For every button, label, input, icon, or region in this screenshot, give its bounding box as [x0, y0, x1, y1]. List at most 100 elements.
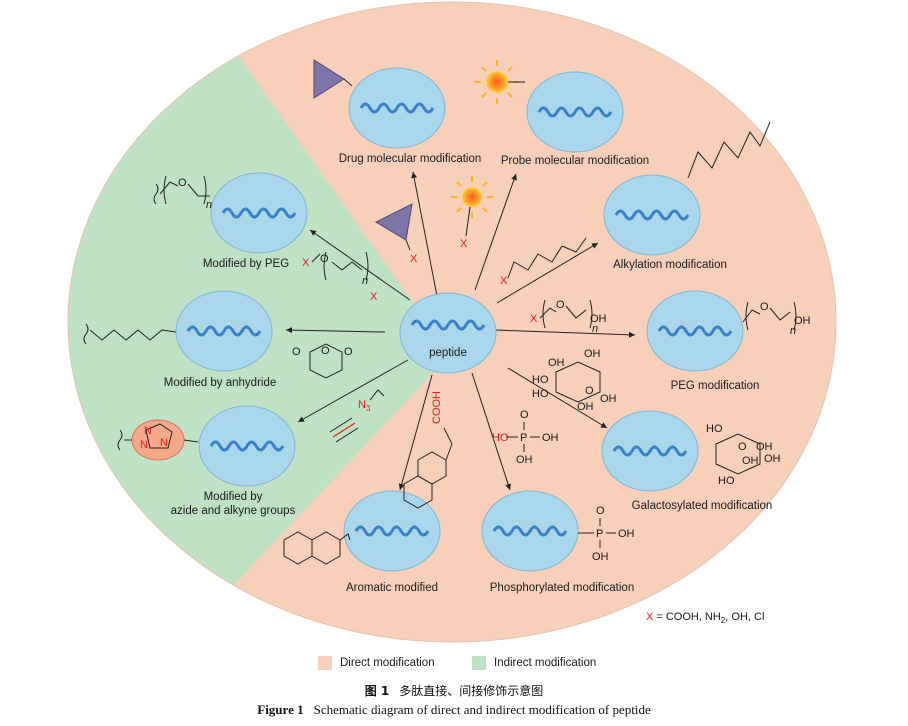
azide-label-2: azide and alkyne groups — [171, 505, 296, 517]
peptide-galactosylated — [601, 410, 699, 492]
probe-x-mark: X — [460, 238, 468, 250]
svg-text:O: O — [556, 299, 565, 311]
svg-text:n: n — [790, 325, 796, 337]
peptide-center — [399, 292, 497, 374]
svg-text:OH: OH — [764, 453, 781, 465]
svg-text:OH: OH — [516, 454, 533, 466]
peptide-azide — [198, 405, 296, 487]
peg-product-icon: O n OH — [742, 301, 811, 337]
caption-english: Figure 1 Schematic diagram of direct and … — [0, 702, 908, 718]
drug-label: Drug molecular modification — [339, 153, 482, 165]
arrows — [285, 171, 636, 491]
alkyl-x-mark: X — [500, 275, 508, 287]
alkyl-chain-product-icon — [687, 121, 771, 179]
svg-text:OH: OH — [618, 528, 635, 540]
peg-label: PEG modification — [671, 380, 760, 392]
drug-triangle-icon — [313, 59, 353, 99]
legend-direct-swatch — [318, 656, 332, 670]
legend-indirect-swatch — [472, 656, 486, 670]
svg-text:O: O — [585, 385, 594, 397]
svg-text:N: N — [160, 437, 168, 449]
svg-text:OH: OH — [542, 432, 559, 444]
peptide-peg — [646, 290, 744, 372]
azide-label-1: Modified by — [204, 491, 263, 503]
alkyl-chain-reagent-icon — [507, 237, 587, 279]
peptide-anhydride — [175, 290, 273, 372]
svg-text:O: O — [760, 301, 769, 313]
legend-direct-label: Direct modification — [340, 657, 435, 669]
alkyne-reagent-icon — [329, 417, 359, 443]
svg-text:OH: OH — [592, 551, 609, 563]
alkylation-label: Alkylation modification — [613, 259, 727, 271]
svg-text:O: O — [738, 441, 747, 453]
x-definition-note: X= COOH, NH2, OH, Cl — [646, 611, 764, 625]
outer-ellipse — [67, 1, 837, 643]
svg-text:P: P — [596, 528, 603, 540]
svg-text:O: O — [344, 346, 353, 358]
peptide-aromatic — [343, 490, 441, 572]
svg-text:HO: HO — [532, 388, 549, 400]
caption-en-number: Figure 1 — [257, 702, 304, 717]
svg-text:HO: HO — [532, 374, 549, 386]
svg-text:OH: OH — [600, 393, 617, 405]
drug-reagent-icon — [374, 203, 413, 251]
probe-sun-icon — [475, 60, 525, 104]
svg-text:HO: HO — [718, 475, 735, 487]
svg-text:HO: HO — [706, 423, 723, 435]
caption-cn-text: 多肽直接、间接修饰示意图 — [399, 684, 544, 698]
peptide-label: peptide — [429, 347, 467, 359]
svg-text:OH: OH — [794, 315, 811, 327]
galactosylated-label: Galactosylated modification — [632, 500, 773, 512]
peptide-drug — [348, 67, 446, 149]
svg-text:OH: OH — [577, 401, 594, 413]
peg-reagent-icon: X O n OH — [530, 299, 607, 335]
svg-text:X: X — [530, 313, 538, 325]
probe-label: Probe molecular modification — [501, 155, 649, 167]
legend: Direct modification Indirect modificatio… — [0, 656, 908, 678]
indirect-peg-product-icon: O n — [153, 175, 212, 211]
svg-text:O: O — [321, 345, 330, 357]
peptide-nodes — [175, 67, 744, 572]
legend-indirect-label: Indirect modification — [494, 657, 597, 669]
naphthalene-reagent-icon: COOH — [403, 391, 453, 509]
peptide-probe — [526, 71, 624, 153]
drug-x-mark: X — [410, 253, 418, 265]
svg-text:OH: OH — [584, 348, 601, 360]
svg-text:N: N — [144, 425, 152, 437]
svg-text:O: O — [292, 346, 301, 358]
svg-text:O: O — [520, 409, 529, 421]
triazole-ring-icon: N N N — [117, 419, 199, 461]
aromatic-label: Aromatic modified — [346, 582, 438, 594]
svg-text:COOH: COOH — [431, 391, 443, 424]
svg-text:P: P — [520, 432, 527, 444]
anhydride-label: Modified by anhydride — [164, 377, 277, 389]
peptide-by-peg — [210, 172, 308, 254]
galactose-reagent-icon: OH OH HO HO OH OH O — [532, 348, 617, 413]
svg-text:OH: OH — [756, 441, 773, 453]
phosphorylated-label: Phosphorylated modification — [490, 582, 634, 594]
svg-text:n: n — [206, 199, 212, 211]
legend-indirect: Indirect modification — [472, 656, 596, 670]
galactose-product-icon: HO OH OH OH HO O — [706, 423, 781, 487]
modification-diagram: peptide Drug molecular modification Prob… — [67, 1, 837, 643]
svg-text:n: n — [362, 275, 368, 287]
svg-text:X: X — [302, 257, 310, 269]
phosphate-product-icon: O P OH OH — [578, 505, 635, 563]
svg-text:N: N — [140, 439, 148, 451]
anhydride-chain-icon — [83, 323, 177, 345]
phosphate-reagent-icon: O HO P OH OH — [492, 409, 559, 466]
caption-en-text: Schematic diagram of direct and indirect… — [313, 702, 651, 717]
svg-text:O: O — [178, 177, 187, 189]
by-peg-label: Modified by PEG — [203, 258, 289, 270]
svg-text:X: X — [370, 291, 378, 303]
indirect-peg-reagent-icon: X O n X — [302, 251, 378, 303]
peptide-phosphorylated — [481, 490, 579, 572]
svg-text:OH: OH — [742, 455, 759, 467]
azide-n3-label: N3 — [358, 399, 371, 413]
peptide-alkylation — [603, 174, 701, 256]
svg-text:OH: OH — [548, 357, 565, 369]
probe-reagent-sun-icon — [451, 176, 493, 237]
anhydride-reagent-icon: O O O — [292, 343, 353, 379]
svg-text:O: O — [596, 505, 605, 517]
